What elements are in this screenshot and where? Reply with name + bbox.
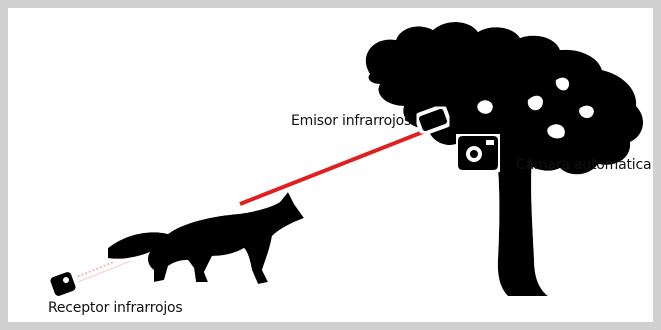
tree-icon [365,21,644,296]
automatic-camera-icon [458,136,498,170]
infrared-emitter-icon [418,108,448,132]
ir-beam [239,128,429,206]
receiver-label: Receptor infrarrojos [48,300,183,316]
camera-trap-scene [50,21,644,297]
fox-icon [108,192,304,284]
emitter-label: Emisor infrarrojos [291,113,412,129]
camera-label: Cámara automática [516,157,652,173]
infrared-receiver-icon [50,271,76,297]
